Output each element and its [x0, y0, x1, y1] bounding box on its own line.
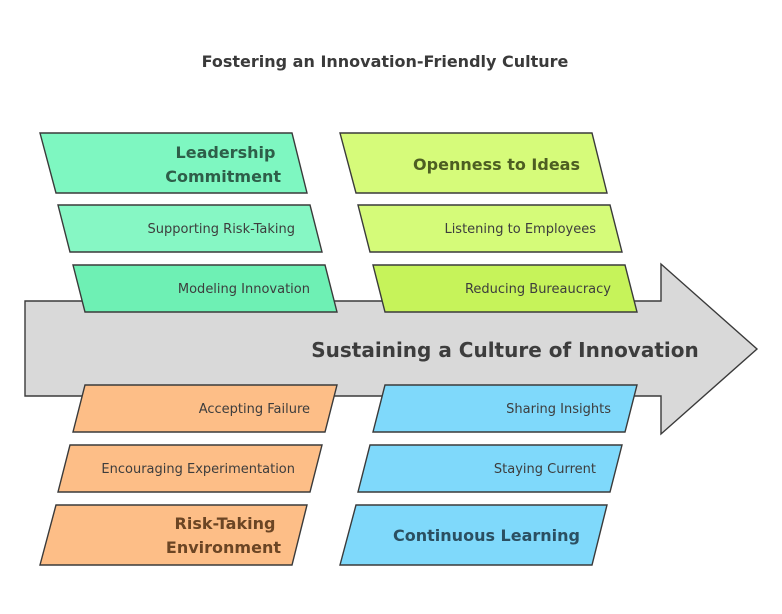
openness-item-label: Listening to Employees [444, 222, 596, 237]
learning-item-shape [372, 384, 638, 433]
learning-category-label: Continuous Learning [393, 526, 580, 545]
openness-item-shape [357, 204, 623, 253]
leadership-item-shape [57, 204, 323, 253]
leadership-category-shape [39, 132, 308, 194]
group-openness: Openness to Ideas Listening to Employees… [339, 132, 638, 313]
learning-item-label: Staying Current [494, 462, 596, 477]
leadership-category-label: Leadership Commitment [165, 143, 281, 186]
openness-item-label: Reducing Bureaucracy [465, 282, 611, 297]
leadership-item-shape [72, 264, 338, 313]
openness-category-label: Openness to Ideas [413, 155, 580, 174]
leadership-item-label: Supporting Risk-Taking [148, 222, 295, 237]
risk-category-label: Risk-Taking Environment [166, 514, 281, 557]
learning-item-label: Sharing Insights [506, 402, 611, 417]
learning-item-shape [357, 444, 623, 493]
spine-label: Sustaining a Culture of Innovation [311, 338, 698, 362]
risk-item-shape [72, 384, 338, 433]
risk-item-label: Accepting Failure [199, 402, 310, 417]
group-leadership: Leadership Commitment Supporting Risk-Ta… [39, 132, 338, 313]
openness-category-shape [339, 132, 608, 194]
learning-category-shape [339, 504, 608, 566]
openness-item-shape [372, 264, 638, 313]
leadership-item-label: Modeling Innovation [178, 282, 310, 297]
diagram-title: Fostering an Innovation-Friendly Culture [202, 52, 569, 71]
risk-category-shape [39, 504, 308, 566]
risk-item-label: Encouraging Experimentation [101, 462, 295, 477]
group-risk-taking: Accepting Failure Encouraging Experiment… [39, 384, 338, 566]
group-continuous-learning: Sharing Insights Staying Current Continu… [339, 384, 638, 566]
risk-item-shape [57, 444, 323, 493]
